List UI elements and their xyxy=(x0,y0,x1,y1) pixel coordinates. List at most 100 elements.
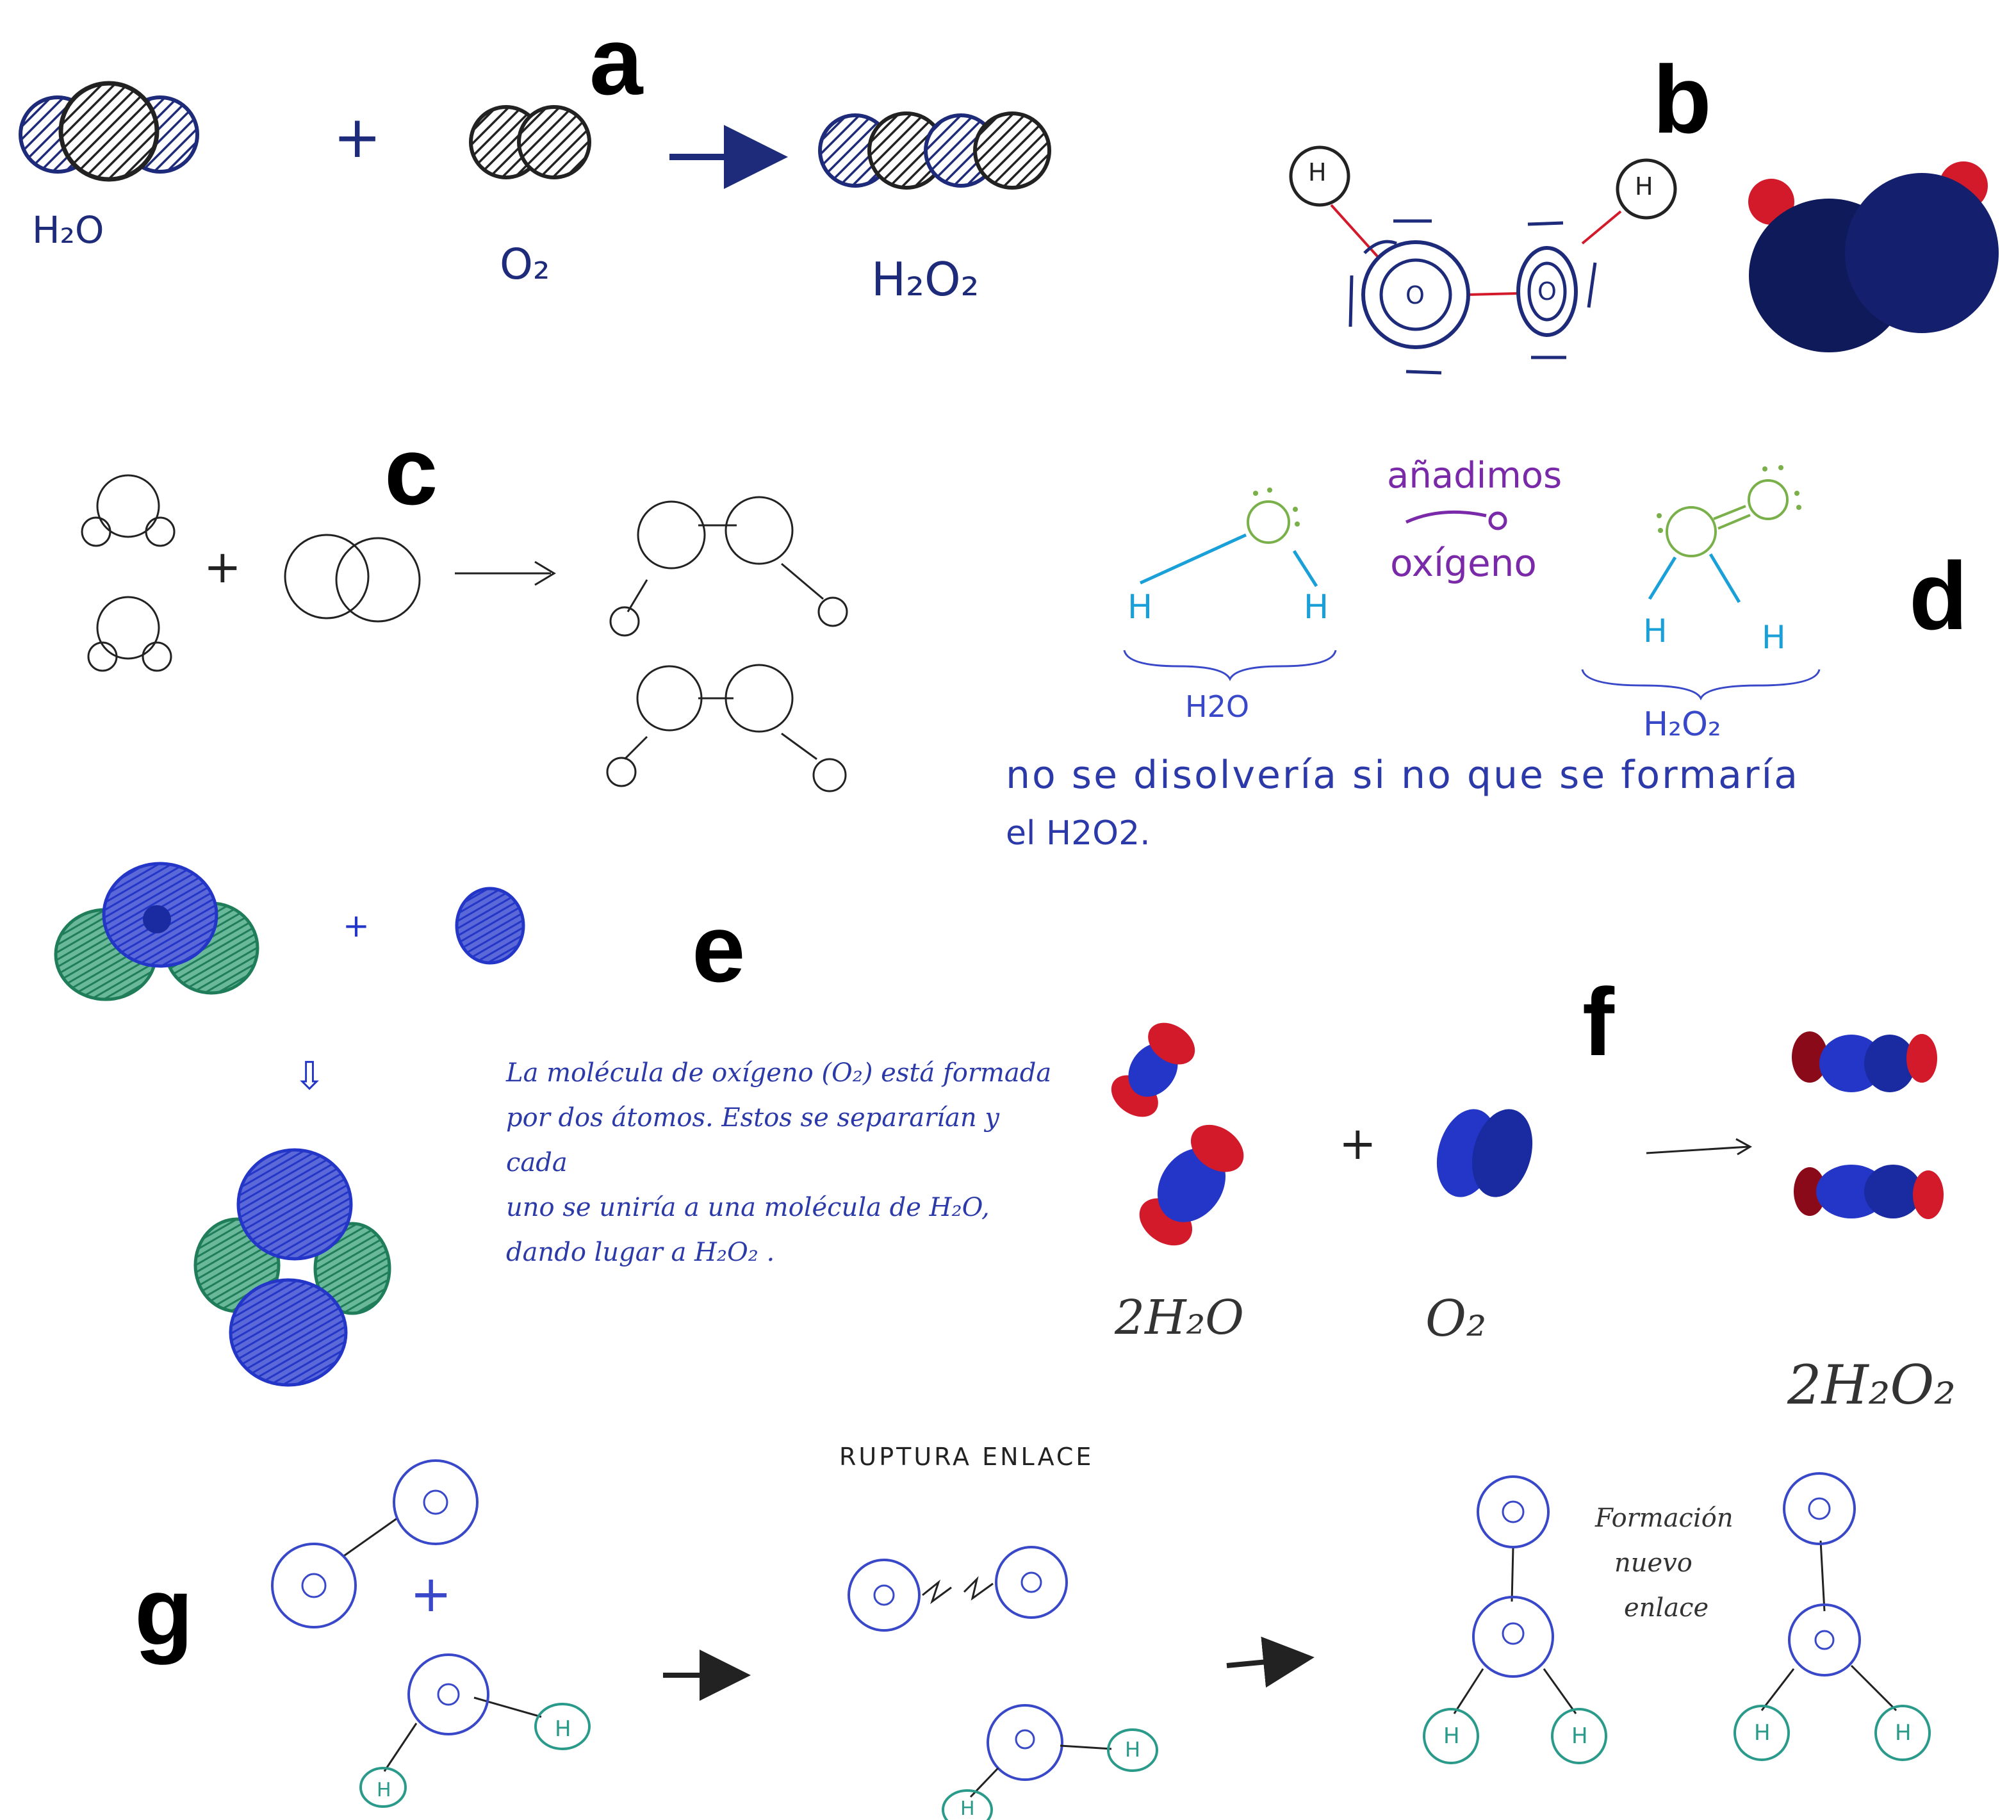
molecule-a-h2o2 xyxy=(818,111,1051,190)
molecule-c-o2 xyxy=(284,534,421,623)
bond-o-o xyxy=(1466,292,1519,296)
atom-g-h1: H xyxy=(555,1716,571,1742)
note-e-line1: La molécula de oxígeno (O₂) está formada xyxy=(506,1058,1052,1088)
atom-h xyxy=(942,1789,993,1820)
formula-d-right: H₂O₂ xyxy=(1643,705,1721,744)
atom-o-1 xyxy=(284,534,370,619)
atom-h xyxy=(81,516,111,547)
note-e-line4: dando lugar a H₂O₂ . xyxy=(506,1238,775,1267)
panel-a: a H₂O + O₂ H₂O₂ xyxy=(0,0,1217,397)
atom-d-h-left: H xyxy=(1127,588,1153,627)
note-e-line2: por dos átomos. Estos se separarían y ca… xyxy=(506,1103,999,1177)
molecule-f-o2 xyxy=(1436,1109,1533,1197)
brace-d-left xyxy=(1123,650,1337,682)
panel-label-a: a xyxy=(589,7,643,115)
label-f-2h2o2: 2H₂O₂ xyxy=(1787,1354,1956,1416)
atom-h xyxy=(812,758,847,792)
atom-o-2 xyxy=(335,537,421,623)
arrow-g-1 xyxy=(663,1650,751,1701)
arrow-d xyxy=(1405,510,1507,530)
atom-o xyxy=(1788,1603,1861,1677)
form-label-g-1: Formación xyxy=(1595,1504,1733,1533)
molecule-e-o xyxy=(455,887,525,965)
atom-h xyxy=(142,641,172,672)
atom-g-h7: H xyxy=(1754,1720,1771,1746)
label-a-h2o: H₂O xyxy=(32,208,104,252)
atom-d2-h-left: H xyxy=(1643,612,1668,650)
bond-h-o-right xyxy=(1292,550,1318,587)
atom-g-h3: H xyxy=(1125,1737,1141,1762)
molecule-a-h2o xyxy=(19,81,199,182)
arrow-a xyxy=(669,125,788,189)
panel-label-g: g xyxy=(135,1557,193,1665)
panel-g: g + H H RUPTURA ENLACE H H xyxy=(0,1429,2016,1820)
atom-o xyxy=(1666,506,1717,557)
atom-g-h4: H xyxy=(960,1798,975,1820)
molecules-c-water xyxy=(81,474,176,672)
atom-o xyxy=(725,664,794,733)
brace-d-right xyxy=(1581,669,1821,701)
atom-o-right xyxy=(1845,173,1999,333)
atom-h-right xyxy=(313,1222,391,1315)
atom-o xyxy=(407,1653,489,1735)
sentence-d-line2: el H2O2. xyxy=(1006,814,1151,853)
plus-g: + xyxy=(410,1566,452,1623)
label-a-o2: O₂ xyxy=(500,240,550,289)
atom-g-h2: H xyxy=(377,1779,391,1801)
bond-h-o-right xyxy=(1581,210,1622,245)
plus-f: + xyxy=(1339,1117,1377,1170)
formula-d-left: H2O xyxy=(1185,689,1250,724)
lewis-d-h2o xyxy=(1139,488,1318,587)
plus-a: + xyxy=(333,104,382,171)
atom-o xyxy=(455,887,525,965)
panel-label-f: f xyxy=(1582,968,1614,1076)
form-label-g-2: nuevo xyxy=(1614,1548,1692,1578)
panel-label-c: c xyxy=(384,417,438,525)
label-a-h2o2: H₂O₂ xyxy=(871,252,979,306)
atom-h xyxy=(1423,1708,1479,1764)
plus-c: + xyxy=(204,541,242,593)
label-f-2h2o: 2H₂O xyxy=(1115,1290,1244,1345)
molecule-g-product-1 xyxy=(1423,1475,1607,1764)
molecules-f-h2o2 xyxy=(1792,1031,1944,1219)
arrow-c xyxy=(455,561,556,586)
atom-h xyxy=(534,1703,591,1750)
atom-o xyxy=(725,496,794,565)
atom-o xyxy=(96,596,160,660)
molecules-g-reactants xyxy=(271,1459,591,1808)
spacefill-b-h2o2 xyxy=(1748,161,1999,352)
atom-o xyxy=(1472,1596,1554,1678)
atom-o xyxy=(636,665,703,732)
molecule-e-h2o2 xyxy=(193,1148,391,1387)
atom-o xyxy=(637,500,706,570)
atom-h xyxy=(359,1767,407,1808)
label-f-o2: O₂ xyxy=(1425,1290,1487,1348)
atom-o-left xyxy=(1361,240,1470,349)
bond-h-o-left xyxy=(1648,556,1677,600)
atom-h xyxy=(145,516,176,547)
molecule-a-o2 xyxy=(469,105,591,179)
molecules-f-water xyxy=(1111,1022,1244,1246)
panel-f: f + 2H₂O O₂ 2H₂O₂ xyxy=(1076,961,2012,1448)
panel-b: b H H O O xyxy=(1275,38,2012,397)
atom-o xyxy=(96,474,160,538)
atom-b-h-right: H xyxy=(1635,172,1653,201)
atom-o xyxy=(271,1543,357,1628)
atom-o-b xyxy=(973,111,1051,190)
atom-o xyxy=(393,1459,479,1545)
atom-h xyxy=(606,757,637,787)
panel-e: e + ⇩ La molécula de oxígeno (O₂) está f… xyxy=(0,846,1057,1422)
panel-label-d: d xyxy=(1909,542,1968,650)
atom-o-center xyxy=(58,81,160,182)
panel-d: d H H H2O añadimos oxígeno H H H₂O₂ no s… xyxy=(993,423,2012,871)
note-e: La molécula de oxígeno (O₂) está formada… xyxy=(506,1051,1057,1275)
atom-h xyxy=(609,606,640,637)
atom-o-top xyxy=(236,1148,353,1261)
molecule-e-h2o xyxy=(54,862,259,1001)
panel-label-e: e xyxy=(692,894,746,1002)
atom-h xyxy=(1733,1705,1790,1761)
atom-h xyxy=(1107,1728,1158,1772)
lewis-b-h2o2 xyxy=(1289,145,1677,375)
atom-h-left xyxy=(1289,145,1350,207)
plus-e: + xyxy=(343,907,370,944)
